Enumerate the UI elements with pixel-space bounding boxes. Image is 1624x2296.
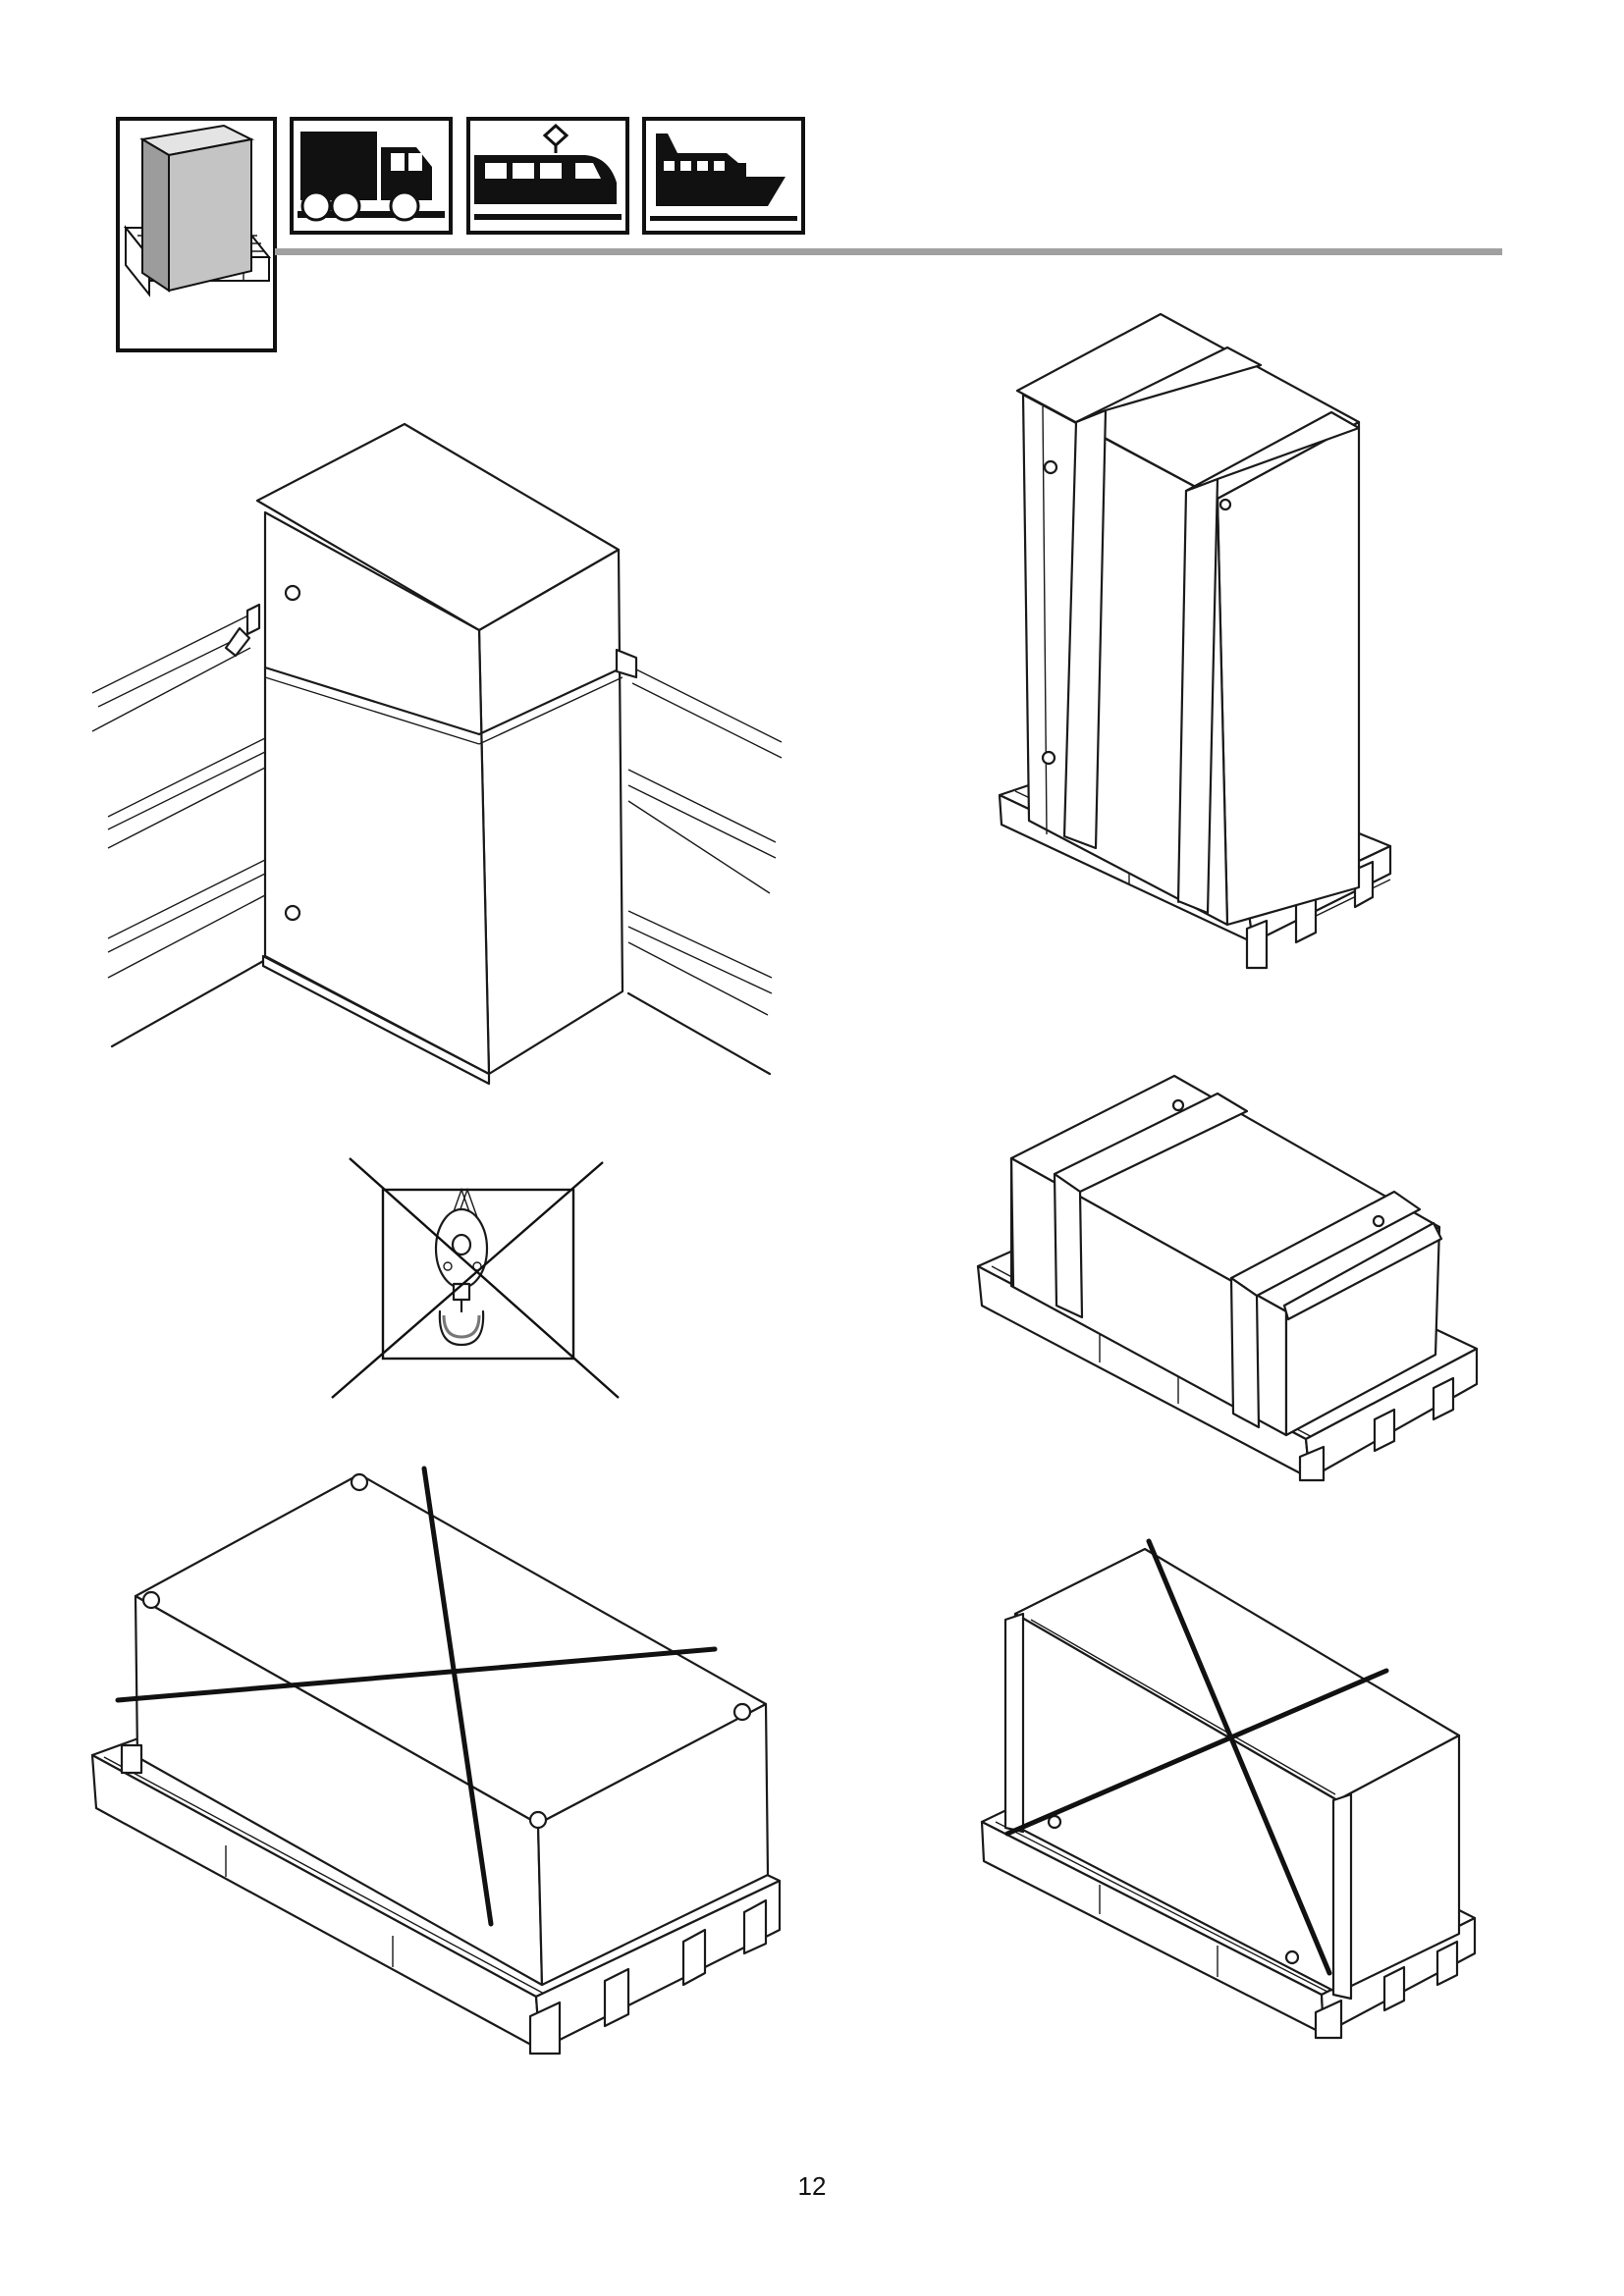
figure-crane-hook-prohibited [331, 1157, 620, 1399]
figure-lying-on-side-prohibited [980, 1538, 1477, 2040]
truck-icon[interactable] [290, 117, 453, 235]
transport-icons-header [116, 117, 1502, 352]
pallet-cabinet-icon[interactable] [116, 117, 277, 352]
figure-lying-on-back-prohibited [90, 1466, 782, 2056]
figure-upright-strapped-on-pallet [998, 312, 1392, 970]
figure-cabinet-in-truck-bed [91, 422, 783, 1086]
ship-icon[interactable] [642, 117, 805, 235]
train-icon[interactable] [466, 117, 629, 235]
page-number: 12 [797, 2171, 827, 2201]
header-rule [275, 248, 1502, 255]
figure-lying-strapped-on-pallet [976, 1074, 1479, 1482]
